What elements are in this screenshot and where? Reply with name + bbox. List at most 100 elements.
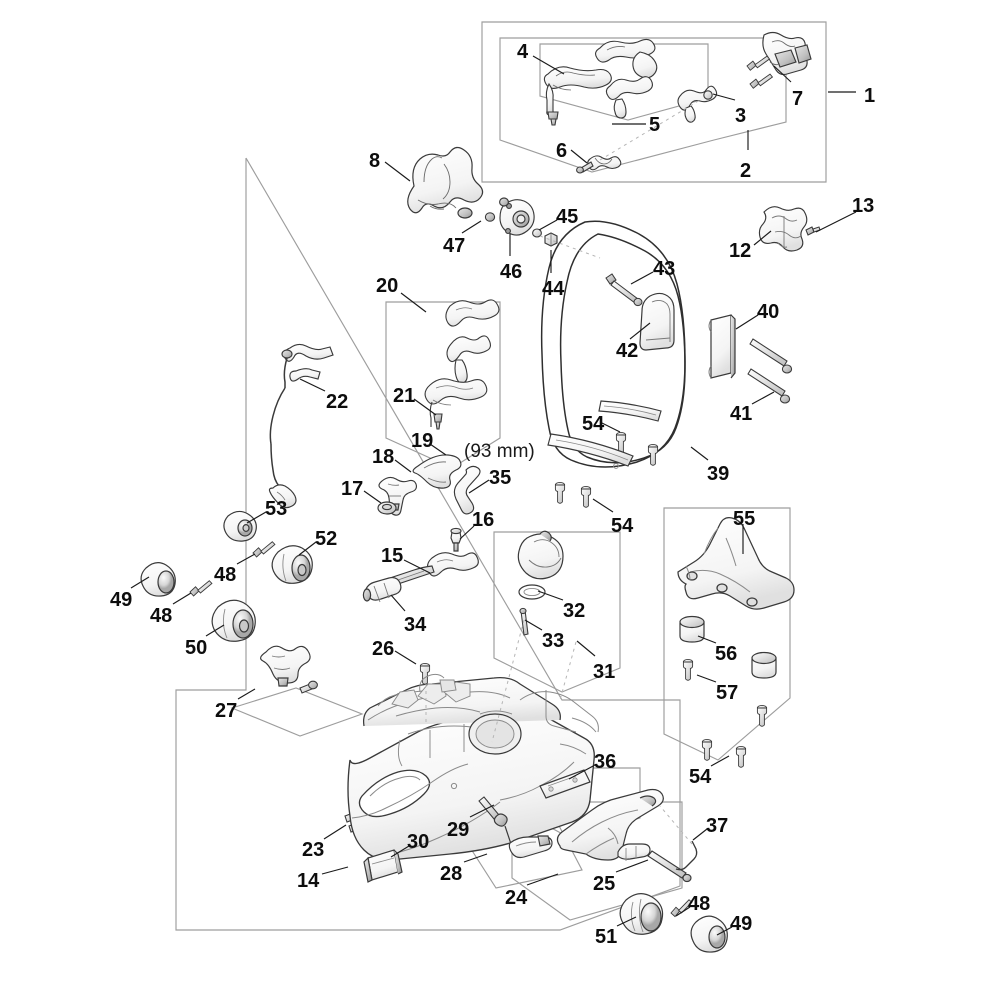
group-box-1 <box>481 21 827 183</box>
callout-50: 50 <box>185 637 208 659</box>
dimension-note: (93 mm) <box>464 441 535 462</box>
callout-48c: 48 <box>688 893 711 915</box>
part-27-bolt <box>299 680 318 694</box>
part-25-rod <box>617 843 692 883</box>
callout-12: 12 <box>729 240 752 262</box>
callout-7: 7 <box>792 88 804 110</box>
callout-27: 27 <box>215 700 238 722</box>
part-42-grip-pad <box>639 292 675 351</box>
callout-21: 21 <box>393 385 416 407</box>
callout-6: 6 <box>556 140 568 162</box>
callout-14: 14 <box>297 870 320 892</box>
callout-45: 45 <box>556 206 579 228</box>
group-box-20 <box>385 301 501 469</box>
handle-mount-straps <box>547 400 662 469</box>
part-24-throttle-trigger <box>556 788 664 861</box>
part-12-carb-housing <box>758 206 808 252</box>
callout-55: 55 <box>733 508 756 530</box>
part-47-pin <box>484 212 496 222</box>
callout-44: 44 <box>542 278 565 300</box>
part-55-engine-mount <box>677 517 795 610</box>
part-27-switch <box>260 645 311 687</box>
callout-20: 20 <box>376 275 399 297</box>
part-15-fuel-line <box>389 552 479 587</box>
callout-33: 33 <box>542 630 565 652</box>
part-44-nut <box>544 232 558 247</box>
callout-52: 52 <box>315 528 338 550</box>
callout-54c: 54 <box>689 766 712 788</box>
callout-2: 2 <box>740 160 752 182</box>
callout-25: 25 <box>593 873 616 895</box>
part-19-lever <box>412 454 462 489</box>
callout-26: 26 <box>372 638 395 660</box>
dashed-assembly-lines <box>425 99 701 845</box>
callout-39: 39 <box>707 463 730 485</box>
part-56-buffers <box>679 615 777 679</box>
part-45-washer <box>532 228 542 238</box>
part-30-block <box>363 849 403 883</box>
callout-19: 19 <box>411 430 434 452</box>
callout-5: 5 <box>649 114 661 136</box>
callout-49b: 49 <box>730 913 753 935</box>
callout-13: 13 <box>852 195 875 217</box>
callout-37: 37 <box>706 815 729 837</box>
part-49b-cap <box>690 915 728 953</box>
part-49-cap <box>140 562 176 597</box>
group-box-14 <box>175 157 681 931</box>
callout-35: 35 <box>489 467 512 489</box>
part-41-long-bolts <box>747 338 793 404</box>
callout-31: 31 <box>593 661 616 683</box>
part-22-wire-harness <box>268 343 334 509</box>
part-35-rod <box>453 465 481 515</box>
callout-32: 32 <box>563 600 586 622</box>
part-51-buffer <box>619 893 664 935</box>
callout-42: 42 <box>616 340 639 362</box>
part-43-bolt <box>605 273 643 307</box>
part-34-filter <box>362 576 402 603</box>
callout-29: 29 <box>447 819 470 841</box>
part-32-fuel-cap <box>517 530 564 580</box>
callout-40: 40 <box>757 301 780 323</box>
part-21-hose-set <box>424 299 500 430</box>
part-33-pin <box>519 607 529 636</box>
callout-53: 53 <box>265 498 288 520</box>
part-8-handle-bracket <box>407 146 484 219</box>
callout-16: 16 <box>472 509 495 531</box>
group-box-55 <box>663 507 791 761</box>
callout-46: 46 <box>500 261 523 283</box>
part-52-buffer <box>271 545 313 584</box>
callout-17: 17 <box>341 478 364 500</box>
part-7-module <box>762 31 812 76</box>
group-box-27 <box>230 687 364 737</box>
callout-49a: 49 <box>110 589 133 611</box>
callout-15: 15 <box>381 545 404 567</box>
callout-36: 36 <box>594 751 617 773</box>
callout-57: 57 <box>716 682 739 704</box>
callout-4: 4 <box>517 41 529 63</box>
callout-3: 3 <box>735 105 747 127</box>
part-50-buffer <box>211 599 256 642</box>
part-40-spacer-block <box>708 314 736 379</box>
part-39-handle-bar <box>540 220 686 468</box>
callout-24: 24 <box>505 887 528 909</box>
callout-54b: 54 <box>611 515 634 537</box>
group-box-31 <box>493 531 621 693</box>
part-4-hose-cluster <box>543 38 658 126</box>
part-14-handle-housing <box>347 673 599 861</box>
callout-22: 22 <box>326 391 349 413</box>
part-5-connector <box>587 155 622 171</box>
callout-8: 8 <box>369 150 381 172</box>
callout-48a: 48 <box>214 564 237 586</box>
group-box-4 <box>539 43 709 121</box>
callout-48b: 48 <box>150 605 173 627</box>
callout-18: 18 <box>372 446 395 468</box>
leader-lines <box>130 55 857 936</box>
callout-51: 51 <box>595 926 618 948</box>
callout-54a: 54 <box>582 413 605 435</box>
callout-34: 34 <box>404 614 427 636</box>
callout-41: 41 <box>730 403 753 425</box>
part-17-seal <box>377 501 397 515</box>
part-3-sensor <box>677 85 718 123</box>
